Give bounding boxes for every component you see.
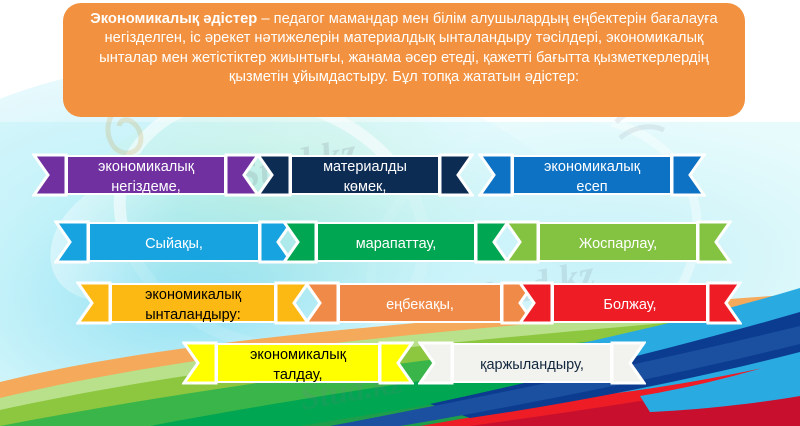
ribbon-label: экономикалық негіздеме, <box>97 159 195 195</box>
header-bold-lead: Экономикалық әдістер <box>90 11 258 27</box>
ribbon-label: еңбекақы, <box>386 297 454 313</box>
ribbon-body: қаржыландыру, <box>452 343 612 383</box>
ribbon-tail-left-icon <box>504 220 540 264</box>
ribbon-tail-left-icon <box>182 341 218 385</box>
ribbon-item[interactable]: экономикалық негіздеме, <box>32 153 260 197</box>
ribbon-item[interactable]: еңбекақы, <box>304 281 536 325</box>
ribbon-tail-right-icon <box>224 153 260 197</box>
ribbon-tail-left-icon <box>256 153 292 197</box>
ribbon-item[interactable]: экономикалық талдау, <box>182 341 414 385</box>
ribbon-tail-right-icon <box>706 281 742 325</box>
ribbon-label: экономикалық ынталандыру: <box>144 287 242 323</box>
ribbon-body: марапаттау, <box>316 222 476 262</box>
ribbon-tail-left-icon <box>54 220 90 264</box>
ribbon-label: экономикалық талдау, <box>249 347 347 383</box>
ribbon-item[interactable]: марапаттау, <box>282 220 510 264</box>
ribbon-label: Болжау, <box>603 297 657 313</box>
ribbon-tail-left-icon <box>304 281 340 325</box>
ribbon-item[interactable]: экономикалық ынталандыру: <box>76 281 310 325</box>
ribbon-tail-right-icon <box>438 153 474 197</box>
ribbon-tail-left-icon <box>32 153 68 197</box>
ribbon-body: Жоспарлау, <box>538 222 698 262</box>
ribbon-tail-left-icon <box>76 281 112 325</box>
ribbon-body: экономикалық ынталандыру: <box>110 283 276 323</box>
ribbon-body: материалды көмек, <box>290 155 440 195</box>
ribbon-tail-right-icon <box>474 220 510 264</box>
header-body-text: – педагог мамандар мен білім алушылардың… <box>99 11 718 86</box>
ribbon-item[interactable]: материалды көмек, <box>256 153 474 197</box>
ribbon-tail-left-icon <box>282 220 318 264</box>
ribbon-label: экономикалық есеп <box>543 159 641 195</box>
ribbon-tail-left-icon <box>518 281 554 325</box>
ribbon-item[interactable]: экономикалық есеп <box>478 153 706 197</box>
ribbon-body: экономикалық талдау, <box>216 343 380 383</box>
ribbon-body: Болжау, <box>552 283 708 323</box>
ribbon-item[interactable]: қаржыландыру, <box>418 341 646 385</box>
ribbon-tail-right-icon <box>274 281 310 325</box>
ribbon-label: қаржыландыру, <box>480 357 584 373</box>
ribbon-label: Жоспарлау, <box>578 236 658 252</box>
ribbon-tail-right-icon <box>610 341 646 385</box>
ribbon-item[interactable]: Болжау, <box>518 281 742 325</box>
ribbon-tail-right-icon <box>378 341 414 385</box>
ribbon-tail-left-icon <box>418 341 454 385</box>
ribbon-label: Сыйақы, <box>145 236 203 252</box>
ribbon-item[interactable]: Жоспарлау, <box>504 220 732 264</box>
ribbon-tail-right-icon <box>696 220 732 264</box>
ribbon-body: Сыйақы, <box>88 222 260 262</box>
ribbon-body: экономикалық негіздеме, <box>66 155 226 195</box>
ribbon-tail-left-icon <box>478 153 514 197</box>
ribbon-body: еңбекақы, <box>338 283 502 323</box>
header-text-box: Экономикалық әдістер – педагог мамандар … <box>63 3 745 117</box>
ribbon-item[interactable]: Сыйақы, <box>54 220 294 264</box>
ribbon-label: материалды көмек, <box>323 159 407 195</box>
ribbon-tail-right-icon <box>670 153 706 197</box>
ribbon-body: экономикалық есеп <box>512 155 672 195</box>
ribbon-label: марапаттау, <box>355 236 437 252</box>
